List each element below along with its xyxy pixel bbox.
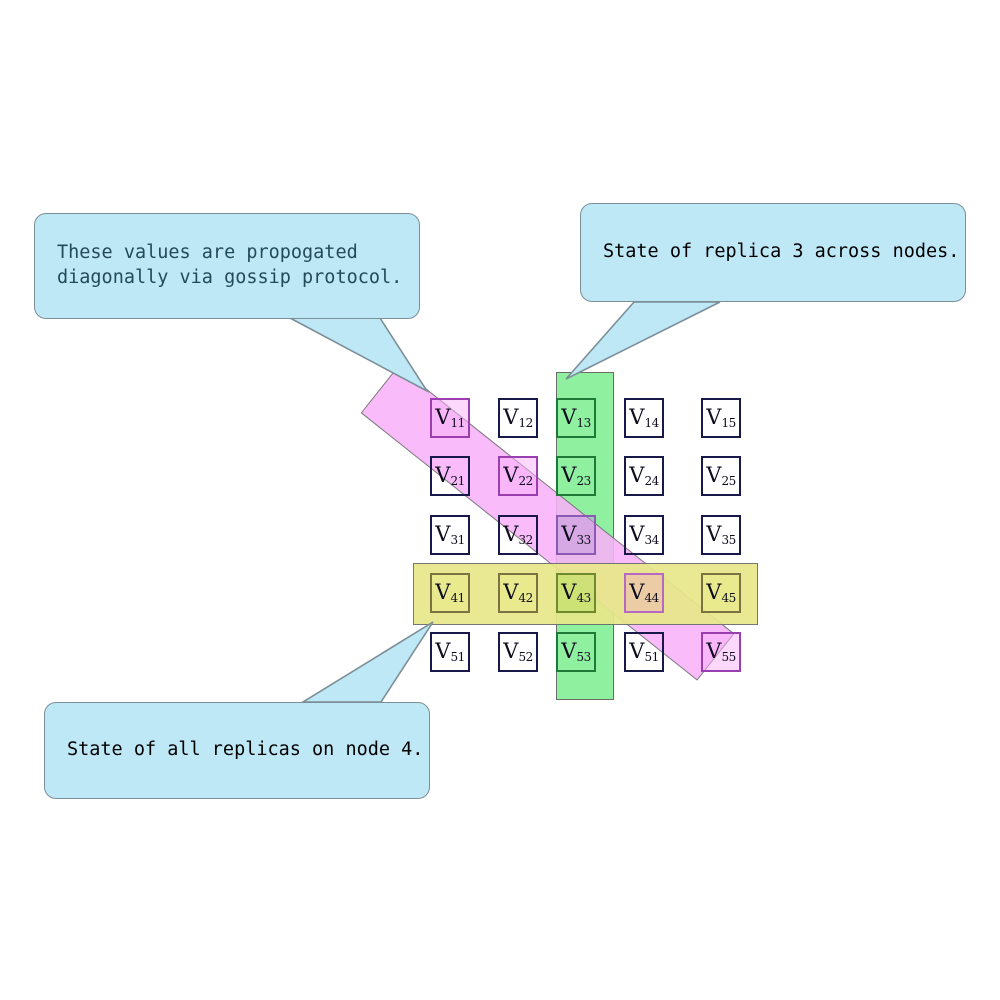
grid-cell-v51[interactable]: V51: [430, 632, 470, 672]
grid-cell-label: V15: [706, 405, 736, 430]
grid-cell-v22[interactable]: V22: [498, 456, 538, 496]
grid-cell-v51[interactable]: V51: [624, 632, 664, 672]
callout-gossip: These values are propogated diagonally v…: [34, 213, 420, 319]
grid-cell-label: V34: [629, 522, 659, 547]
callout-gossip-text: These values are propogated diagonally v…: [57, 242, 403, 288]
grid-cell-v25[interactable]: V25: [701, 456, 741, 496]
grid-cell-v32[interactable]: V32: [498, 515, 538, 555]
grid-cell-v15[interactable]: V15: [701, 398, 741, 438]
grid-cell-label: V31: [435, 522, 465, 547]
grid-cell-v23[interactable]: V23: [556, 456, 596, 496]
grid-cell-label: V21: [435, 463, 465, 488]
grid-cell-label: V43: [561, 580, 591, 605]
grid-cell-label: V11: [435, 405, 465, 430]
grid-cell-v14[interactable]: V14: [624, 398, 664, 438]
grid-cell-v42[interactable]: V42: [498, 573, 538, 613]
grid-cell-label: V45: [706, 580, 736, 605]
grid-cell-v24[interactable]: V24: [624, 456, 664, 496]
grid-cell-label: V14: [629, 405, 659, 430]
grid-cell-v52[interactable]: V52: [498, 632, 538, 672]
callout-replica-3-text: State of replica 3 across nodes.: [603, 241, 960, 263]
grid-cell-label: V25: [706, 463, 736, 488]
grid-cell-v13[interactable]: V13: [556, 398, 596, 438]
grid-cell-label: V55: [706, 639, 736, 664]
callout-node-4: State of all replicas on node 4.: [44, 702, 430, 799]
grid-cell-v44[interactable]: V44: [624, 573, 664, 613]
grid-cell-label: V41: [435, 580, 465, 605]
grid-cell-v11[interactable]: V11: [430, 398, 470, 438]
grid-cell-label: V42: [503, 580, 533, 605]
grid-cell-v53[interactable]: V53: [556, 632, 596, 672]
grid-cell-v41[interactable]: V41: [430, 573, 470, 613]
grid-cell-label: V22: [503, 463, 533, 488]
grid-cell-v55[interactable]: V55: [701, 632, 741, 672]
grid-cell-label: V13: [561, 405, 591, 430]
grid-cell-v45[interactable]: V45: [701, 573, 741, 613]
callout-node-4-text: State of all replicas on node 4.: [67, 739, 424, 761]
grid-cell-label: V52: [503, 639, 533, 664]
grid-cell-label: V51: [629, 639, 659, 664]
grid-cell-v43[interactable]: V43: [556, 573, 596, 613]
grid-cell-v34[interactable]: V34: [624, 515, 664, 555]
grid-cell-v35[interactable]: V35: [701, 515, 741, 555]
grid-cell-label: V53: [561, 639, 591, 664]
grid-cell-label: V33: [561, 522, 591, 547]
grid-cell-label: V23: [561, 463, 591, 488]
grid-cell-label: V35: [706, 522, 736, 547]
grid-cell-label: V32: [503, 522, 533, 547]
grid-cell-label: V12: [503, 405, 533, 430]
grid-cell-v21[interactable]: V21: [430, 456, 470, 496]
grid-cell-label: V24: [629, 463, 659, 488]
grid-cell-v31[interactable]: V31: [430, 515, 470, 555]
grid-cell-v33[interactable]: V33: [556, 515, 596, 555]
grid-cell-v12[interactable]: V12: [498, 398, 538, 438]
callout-replica-3: State of replica 3 across nodes.: [580, 203, 966, 302]
grid-cell-label: V44: [629, 580, 659, 605]
grid-cell-label: V51: [435, 639, 465, 664]
